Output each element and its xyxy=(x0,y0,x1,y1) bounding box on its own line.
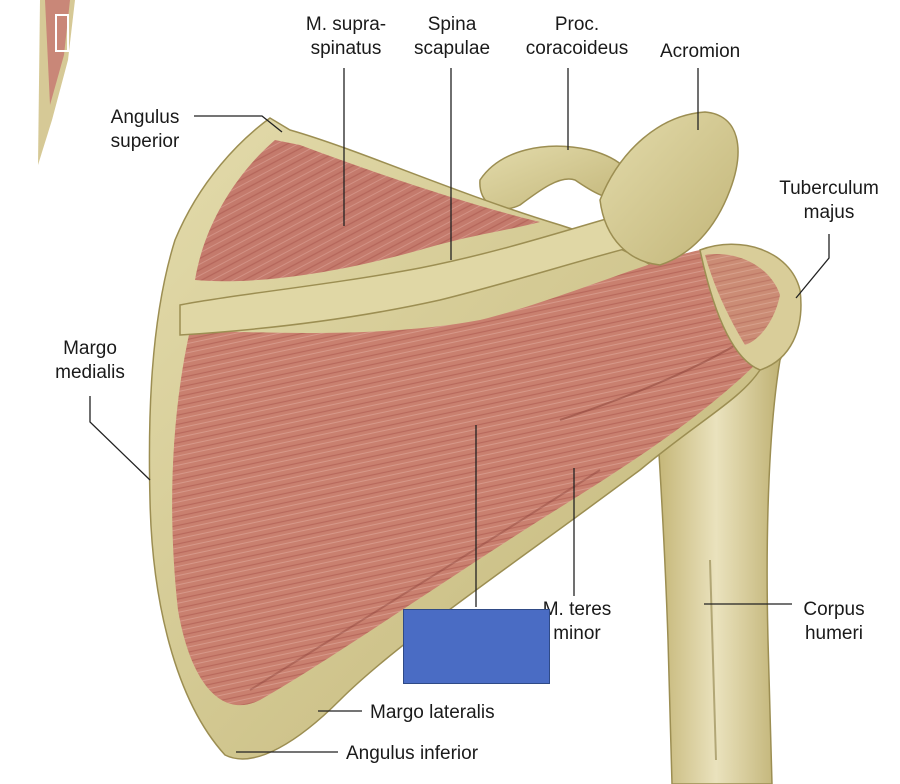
acromion-shape xyxy=(599,111,739,266)
label-proc-coracoideus: Proc. coracoideus xyxy=(525,14,629,59)
leader-line-angulus-superior xyxy=(194,115,283,133)
label-margo-lateralis: Margo lateralis xyxy=(370,702,495,723)
leader-line-margo-medialis xyxy=(89,396,151,481)
answer-mask-box xyxy=(403,609,550,684)
label-acromion: Acromion xyxy=(660,41,741,62)
label-m-teres-minor: M. teres minor xyxy=(542,599,612,644)
label-tuberculum-majus: Tuberculum majus xyxy=(779,178,879,223)
label-angulus-inferior: Angulus inferior xyxy=(346,743,479,764)
partial-neighbor-structure xyxy=(38,0,75,165)
label-m-supraspinatus: M. supra- spinatus xyxy=(305,14,387,59)
scapula-shape xyxy=(148,117,762,760)
label-corpus-humeri: Corpus humeri xyxy=(803,599,865,644)
label-spina-scapulae: Spina scapulae xyxy=(413,14,491,59)
label-margo-medialis: Margo medialis xyxy=(55,338,125,383)
humeral-head-shape xyxy=(699,243,802,371)
label-angulus-superior: Angulus superior xyxy=(110,107,180,152)
leader-lines xyxy=(89,68,830,753)
leader-line-tuberculum-majus xyxy=(795,234,830,299)
